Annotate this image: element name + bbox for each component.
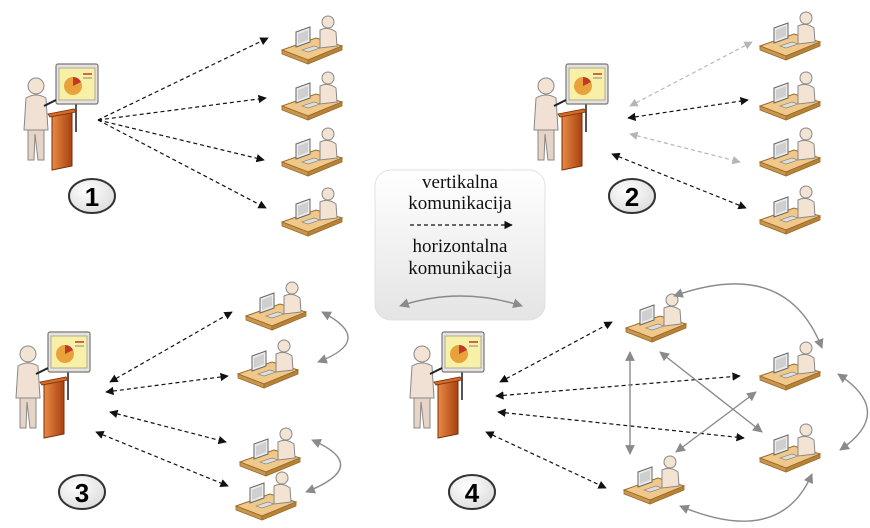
vertical-arrow [629,131,741,165]
workstation-icon [239,427,301,477]
vertical-arrow [97,119,265,163]
workstation-icon [625,293,687,343]
horizontal-arrow [659,351,763,433]
vertical-arrow [485,431,607,489]
horizontal-arrow [317,311,349,364]
workstation-icon [237,339,299,389]
vertical-arrow [627,96,749,122]
vertical-arrow [497,408,745,442]
panel-1: 1 [23,15,343,237]
presenter-icon [533,63,609,171]
workstation-icon [281,15,343,65]
horizontal-arrow [305,439,342,494]
vertical-arrow [97,37,269,121]
vertical-arrow [109,409,227,445]
panel-badge-1: 1 [68,178,116,214]
presenter-icon [15,331,91,439]
legend-horizontal-line2: komunikacija [408,258,512,279]
panel-2: 2 [533,11,821,235]
horizontal-arrow [837,373,869,451]
panel-4: 4 [409,283,869,522]
workstation-icon [245,281,307,331]
vertical-arrow [499,321,613,383]
vertical-arrow [105,372,229,396]
workstation-icon [759,71,821,121]
workstation-icon [281,127,343,177]
workstation-icon [759,127,821,177]
presenter-icon [409,331,485,439]
workstation-icon [759,341,821,391]
horizontal-arrow [675,391,757,453]
workstation-icon [235,471,297,521]
presenter-icon [23,63,99,171]
workstation-icon [281,71,343,121]
legend-vertical-line2: komunikacija [408,193,512,214]
svg-text:3: 3 [75,478,89,508]
vertical-arrow [97,119,267,209]
legend-vertical-line1: vertikalna [422,172,499,193]
legend-horizontal-line1: horizontalna [413,236,509,257]
workstation-icon [623,455,685,505]
workstation-icon [759,185,821,235]
horizontal-arrow [673,283,824,349]
workstation-icon [759,11,821,61]
horizontal-arrow [679,473,813,522]
workstation-icon [281,187,343,237]
vertical-arrow [95,430,229,488]
panel-3: 3 [15,281,349,521]
svg-text:4: 4 [465,478,480,508]
workstation-icon [759,423,821,473]
svg-text:1: 1 [85,182,99,212]
vertical-arrow [109,311,233,383]
svg-text:2: 2 [625,182,639,212]
legend-horizontal-arrow [399,295,523,308]
panel-badge-3: 3 [58,474,106,510]
vertical-arrow [611,152,747,210]
panel-badge-2: 2 [608,178,656,214]
vertical-arrow [629,41,753,107]
vertical-arrow [97,94,267,121]
panel-badge-4: 4 [448,474,496,510]
legend-box: vertikalna komunikacija horizontalna kom… [374,169,546,321]
